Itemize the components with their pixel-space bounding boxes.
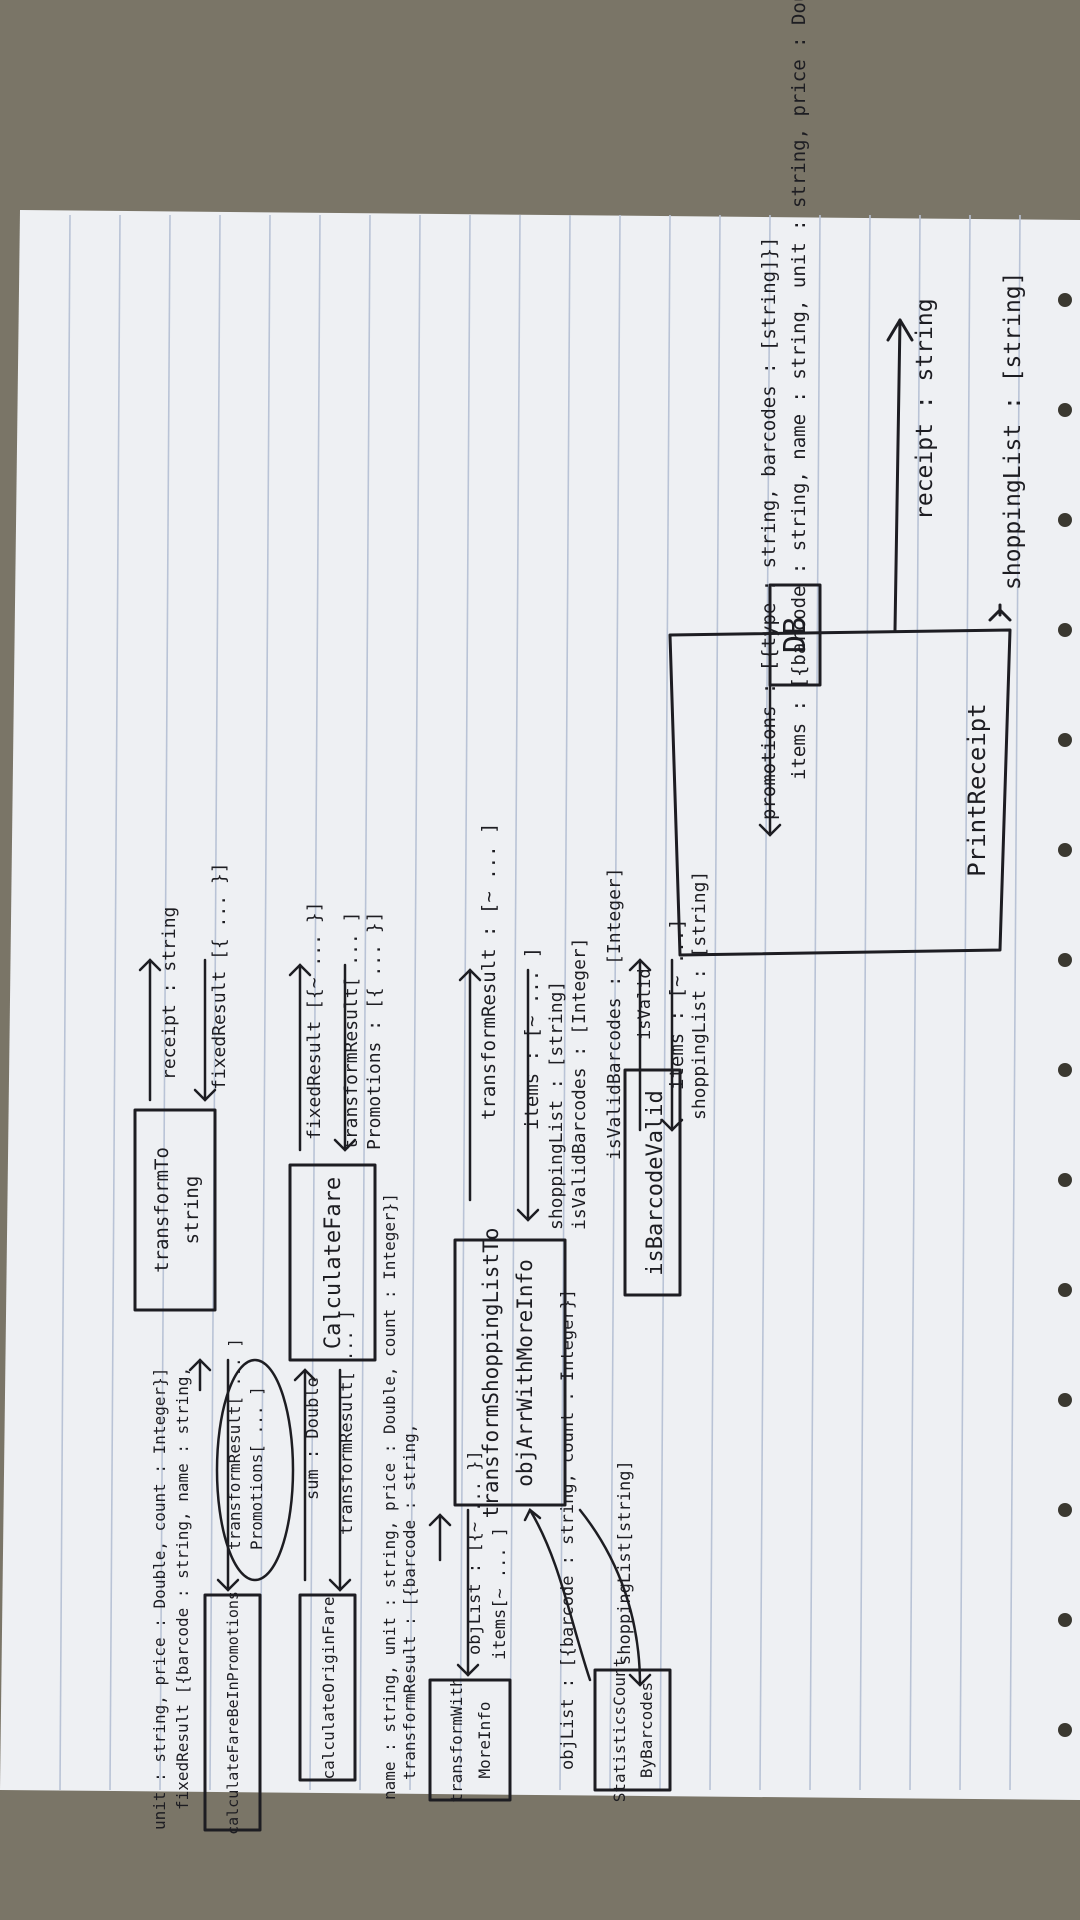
row4-label: fixedResult [{ ... }]	[209, 862, 230, 1090]
row2-call-arrowhead	[516, 1208, 540, 1222]
transform-to-string-line2: string	[181, 1176, 203, 1245]
statistics-count-line1: StatisticsCount	[610, 1658, 629, 1803]
row2-sub2-return-label-2: name : string, unit : string, price : Do…	[380, 1193, 399, 1800]
calculate-fare-node: CalculateFare	[288, 1163, 377, 1362]
row2-sub2-return-label: transformResult : [{barcode : string,	[400, 1424, 419, 1780]
transform-with-moreinfo-line2: MoreInfo	[475, 1701, 494, 1778]
main-input-arrowhead	[988, 608, 1012, 622]
row3-call-arrowhead	[333, 1138, 357, 1152]
transform-shoppinglist-line2: objArrWithMoreInfo	[513, 1259, 537, 1487]
transform-to-string-line1: transformTo	[151, 1147, 173, 1273]
statistics-count-line2: ByBarcodes	[637, 1682, 656, 1778]
main-output-line	[893, 318, 902, 632]
transform-with-moreinfo-node: transformWith MoreInfo	[428, 1677, 512, 1803]
print-receipt-label: PrintReceipt	[963, 703, 991, 876]
transform-shoppinglist-node: transformShoppingListTo objArrWithMoreIn…	[453, 1228, 567, 1519]
main-input-label: shoppingList : [string]	[1000, 272, 1026, 591]
calculate-fare-label: CalculateFare	[321, 1177, 346, 1349]
row3-sub1-call-arrowhead	[328, 1578, 352, 1592]
row3-sub1-label-sum: sum : Double	[303, 1377, 323, 1500]
row3-sub2-call-arrowhead	[216, 1578, 240, 1592]
transform-with-moreinfo-line1: transformWith	[447, 1677, 466, 1802]
row2-label-validbarcodes: isValidBarcodes : [Integer]	[569, 937, 590, 1230]
row4-return-arrowhead	[138, 958, 162, 972]
db-items-schema: items : [{barcode : string, name : strin…	[788, 0, 810, 780]
row2-sub1-label: shoppingList[string]	[615, 1460, 635, 1665]
spiral-holes	[1058, 293, 1072, 1737]
row4-call-arrowhead	[193, 1088, 217, 1102]
calculate-origin-fare-node: calculateOriginFare	[298, 1593, 357, 1782]
row1-label-items: items : [~ ...]	[666, 918, 688, 1090]
row2-label-items: items : [~ ... ]	[521, 947, 543, 1130]
row3-sub2-return-label: fixedResult [{barcode : string, name : s…	[173, 1367, 192, 1810]
row2-sub2-label-objlist: objList : [{~ ... }]	[465, 1450, 485, 1655]
row2-sub1-return-arrowhead	[523, 1508, 542, 1522]
db-promotions-schema: promotions : [{type : string, barcodes :…	[758, 237, 780, 820]
row1-return-value: isValidBarcodes : [Integer]	[604, 867, 625, 1160]
transform-to-string-node: transformTo string	[133, 1108, 217, 1312]
row2-return-arrowhead	[458, 968, 482, 982]
notebook-paper	[0, 210, 1080, 1800]
is-barcode-valid-label: isBarcodeValid	[643, 1090, 668, 1275]
row3-sub2-circled-args	[215, 1358, 295, 1582]
row2-sub2-label-items: items[~ ... ]	[490, 1527, 510, 1660]
calculate-fare-promotions-label: calculateFareBeInPromotions	[224, 1591, 242, 1835]
row3-label-promotions: Promotions : [{ ... }]	[364, 912, 385, 1150]
is-barcode-valid-node: isBarcodeValid	[623, 1068, 682, 1297]
calculate-origin-fare-label: calculateOriginFare	[319, 1596, 338, 1779]
row3-return-label: fixedResult [{~ ... }]	[304, 902, 325, 1140]
main-output-arrowhead	[886, 318, 914, 342]
calculate-fare-promotions-node: calculateFareBeInPromotions	[203, 1591, 262, 1835]
row2-sub1-call-line	[578, 1508, 642, 1687]
row1-return-arrowhead	[628, 958, 652, 972]
db-label: DB	[778, 617, 813, 653]
row3-sub1-label-transformresult: transformResult[ ... ]	[337, 1310, 357, 1535]
row4-return-label: receipt : string	[159, 907, 180, 1080]
row2-label-shoppinglist: shoppingList : [string]	[546, 981, 567, 1230]
row3-sub1-return-arrowhead	[293, 1368, 317, 1382]
statistics-count-node: StatisticsCount ByBarcodes	[593, 1658, 672, 1803]
transform-shoppinglist-line1: transformShoppingListTo	[479, 1228, 503, 1519]
row2-sub1-call-arrowhead	[628, 1673, 652, 1687]
row2-sub2-call-arrowhead	[456, 1663, 480, 1677]
row3-return-arrowhead	[288, 963, 312, 977]
row1-return-label: isValid	[635, 968, 655, 1040]
row3-sub2-label-promotions: Promotions[ ... ]	[247, 1386, 266, 1550]
main-output-label: receipt : string	[912, 298, 938, 520]
row1-label-shoppinglist: shoppingList : [string]	[689, 871, 710, 1120]
row2-return-label: transformResult : [~ ... ]	[478, 823, 500, 1120]
row3-sub2-return-label-2: unit : string, price : Double, count : I…	[150, 1368, 169, 1830]
row3-sub2-return-arrowhead	[188, 1358, 212, 1372]
ruled-lines	[59, 214, 1021, 1791]
row2-sub1-return-label: objList : [{barcode : string, count : In…	[558, 1289, 578, 1770]
row2-sub1-return-line	[528, 1508, 592, 1682]
db-link-arrowhead	[758, 823, 782, 837]
row3-sub2-label-transformresult: transformResult[ ... ]	[225, 1338, 244, 1550]
row2-sub2-return-arrowhead	[428, 1513, 452, 1527]
print-receipt-node: PrintReceipt	[668, 628, 1012, 957]
